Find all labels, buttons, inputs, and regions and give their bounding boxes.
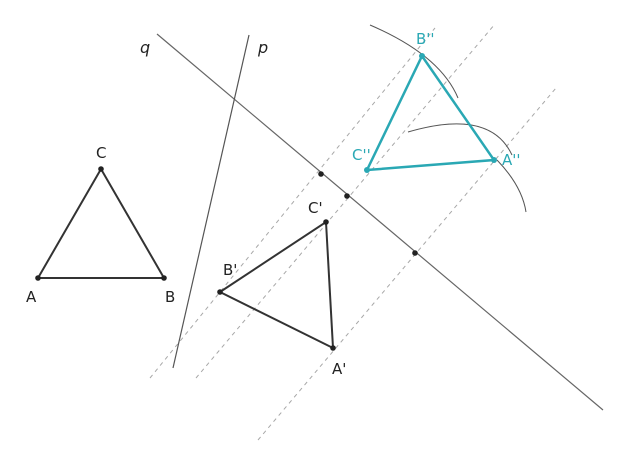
label-c2: C'': [352, 146, 371, 164]
line-p: [172, 34, 250, 369]
label-a2: A'': [502, 151, 521, 169]
dashed-line-a: [257, 87, 557, 441]
point-c1: [323, 219, 329, 225]
point-a1: [330, 345, 336, 351]
compass-arcs: [369, 24, 527, 213]
point-b2: [419, 53, 425, 59]
point-a: [35, 275, 41, 281]
triangle-a2b2c2: [364, 53, 497, 172]
point-a2: [491, 157, 497, 163]
dashed-line-b: [149, 27, 436, 379]
label-a: A: [26, 288, 37, 306]
label-a1: A': [332, 360, 346, 378]
construction-lines: [149, 23, 557, 441]
label-b: B: [165, 288, 175, 306]
point-b: [161, 275, 167, 281]
triangle-abc: [36, 167, 166, 279]
q-intersection-3: [412, 250, 418, 256]
line-p-label: p: [257, 38, 268, 57]
intersection-points: [318, 171, 418, 256]
q-intersection-2: [344, 193, 350, 199]
line-q: [156, 33, 604, 411]
label-c1: C': [308, 199, 323, 217]
triangle-a1b1c1: [217, 220, 335, 350]
label-b2: B'': [416, 30, 435, 48]
point-b1: [217, 289, 223, 295]
label-b1: B': [223, 261, 237, 279]
triangle-a1b1c1-vertices: [217, 219, 336, 351]
arc-b-double-prime: [369, 24, 459, 99]
triangle-a2b2c2-vertices: [364, 53, 497, 173]
arc-right: [496, 159, 527, 213]
label-c: C: [96, 144, 106, 162]
triangle-abc-vertices: [35, 166, 167, 281]
line-q-label: q: [140, 38, 150, 57]
q-intersection-1: [318, 171, 324, 177]
arc-a-double-prime: [407, 123, 513, 156]
point-c: [98, 166, 104, 172]
point-c2: [364, 167, 370, 173]
dashed-line-c: [195, 23, 496, 379]
